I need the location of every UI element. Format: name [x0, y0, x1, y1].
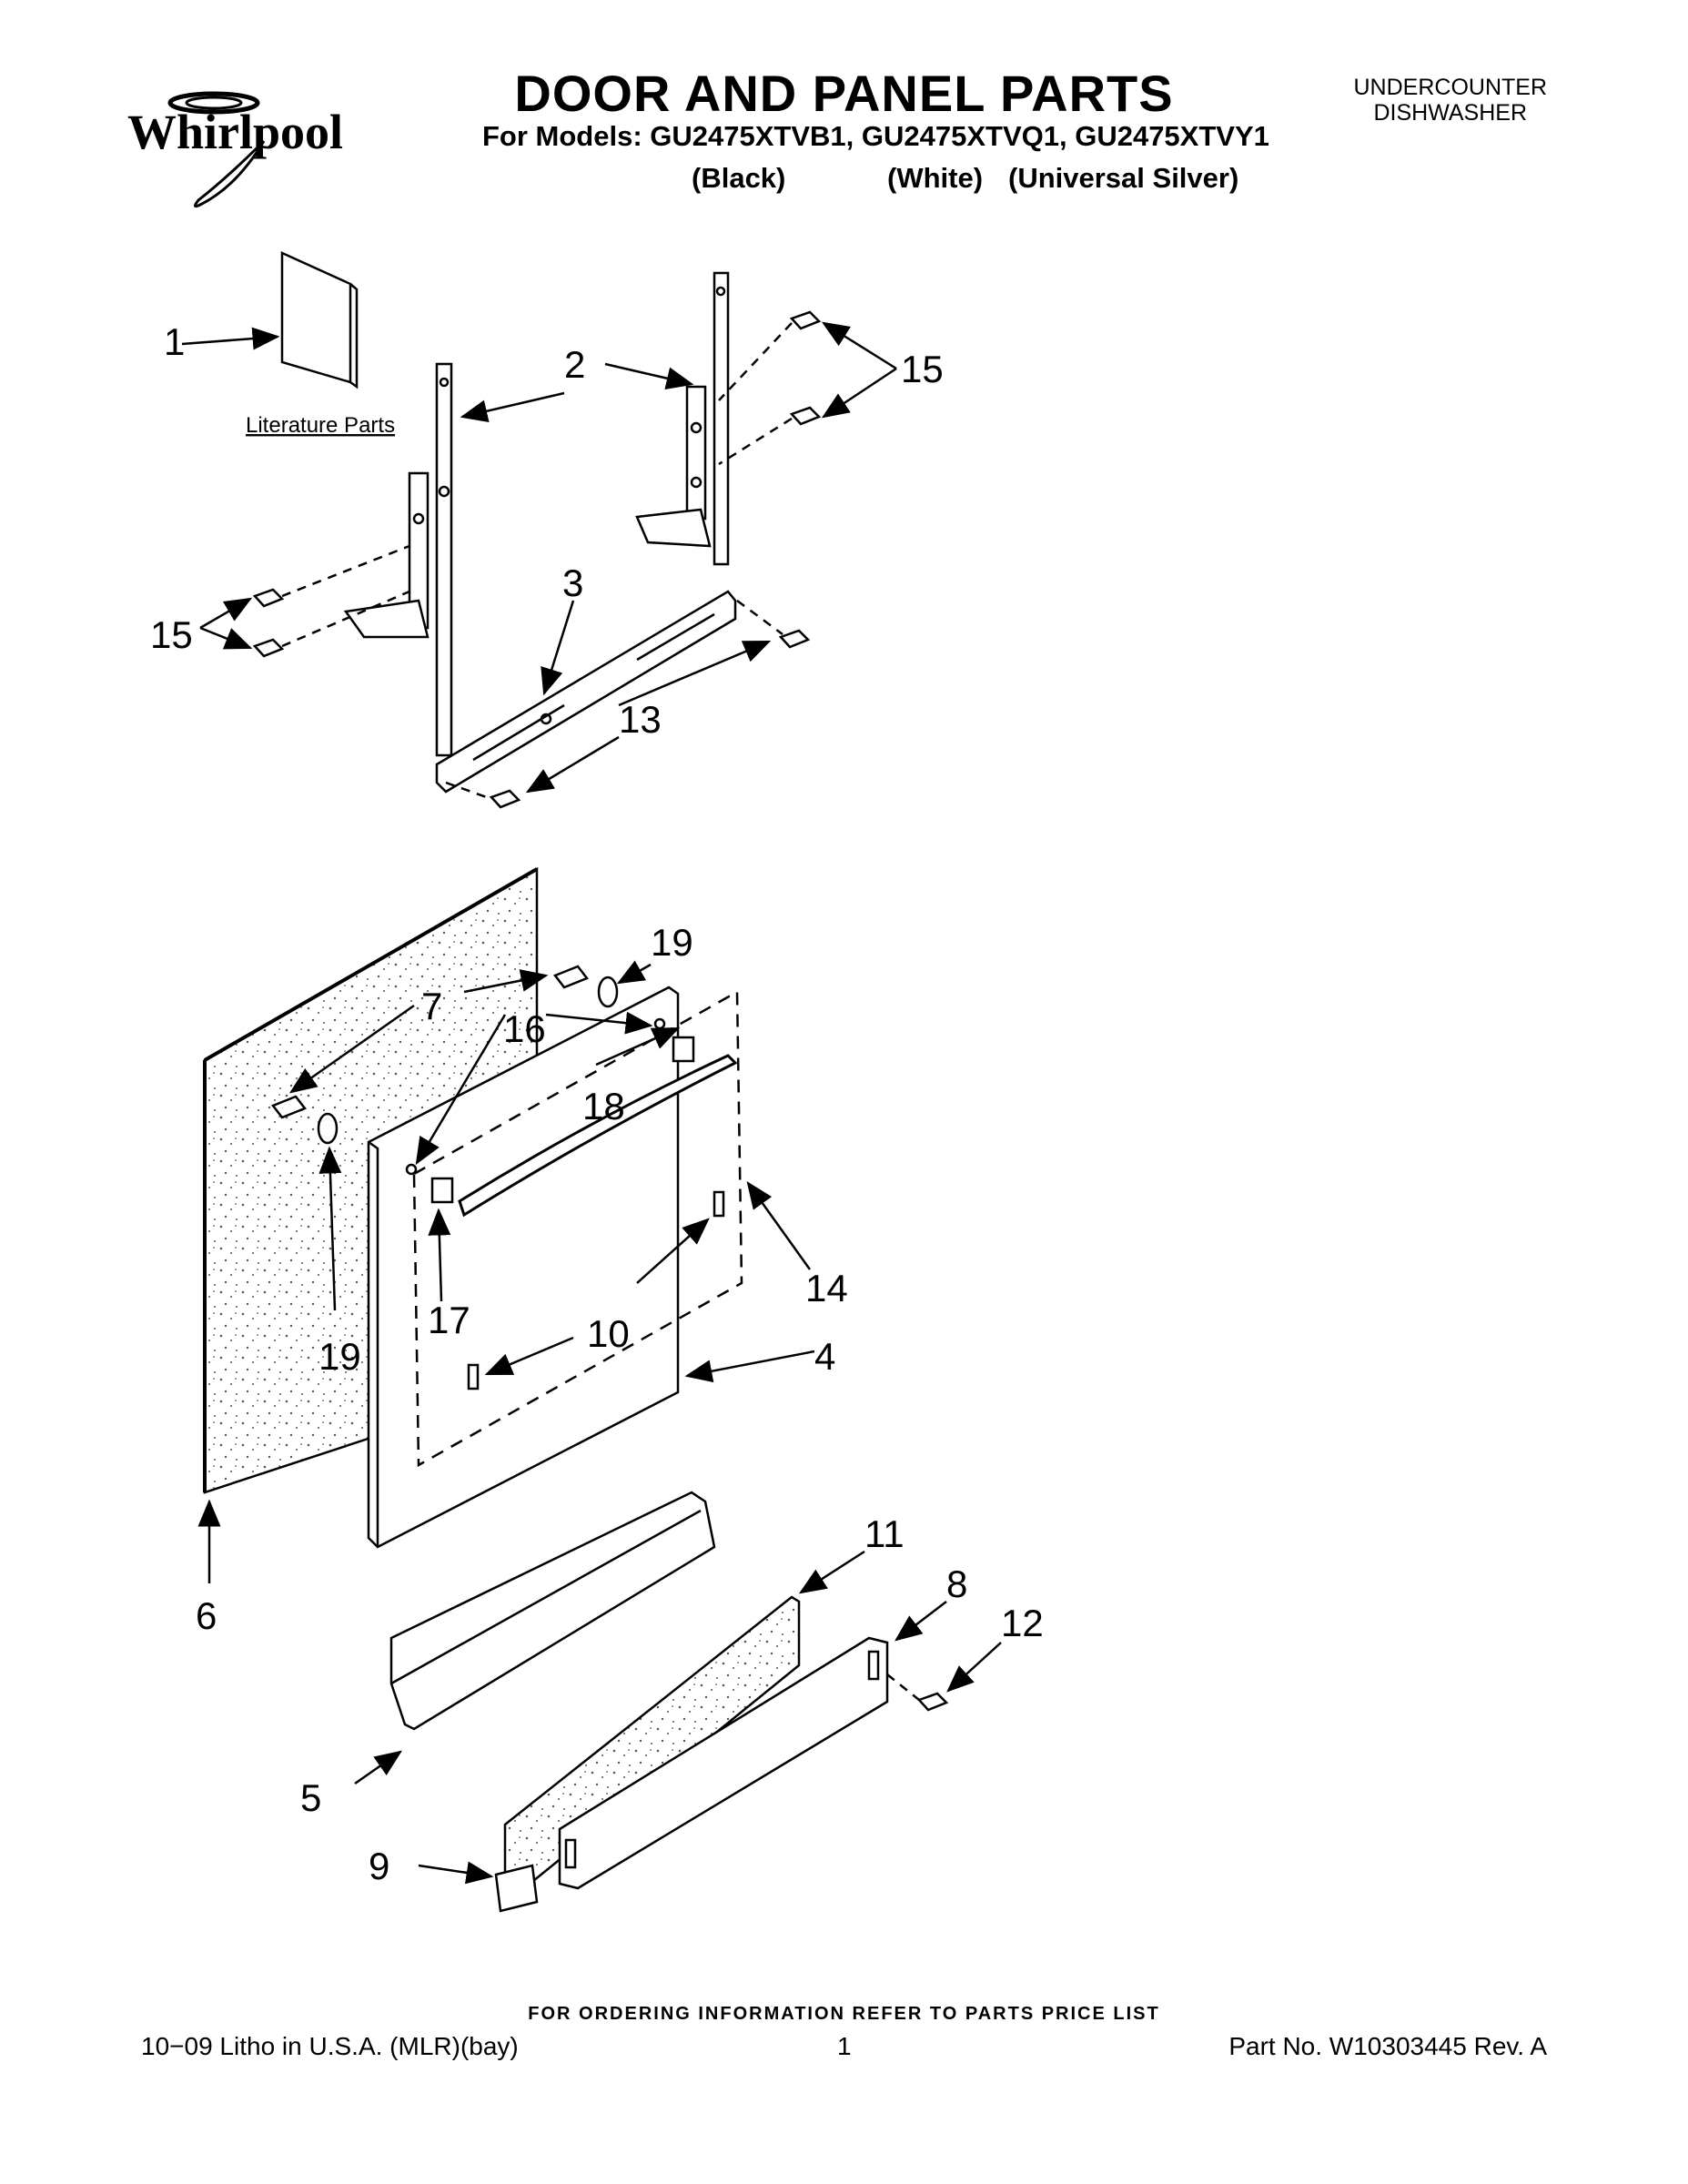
- callout-12: 12: [1001, 1602, 1044, 1644]
- callout-18: 18: [582, 1085, 625, 1127]
- callout-19a: 19: [651, 921, 693, 964]
- variant-black: (Black): [692, 162, 786, 194]
- callout-16: 16: [503, 1007, 546, 1050]
- callout-19b: 19: [318, 1335, 361, 1378]
- callout-14: 14: [805, 1267, 848, 1309]
- callout-9: 9: [369, 1845, 389, 1887]
- callout-15b: 15: [150, 613, 193, 656]
- callout-1: 1: [164, 320, 185, 363]
- models-line: For Models: GU2475XTVB1, GU2475XTVQ1, GU…: [482, 120, 1269, 152]
- callout-3: 3: [562, 561, 583, 604]
- ordering-note: FOR ORDERING INFORMATION REFER TO PARTS …: [528, 2004, 1160, 2024]
- callout-15a: 15: [901, 348, 944, 390]
- product-type-line-2: DISHWASHER: [1373, 100, 1528, 126]
- litho-info: 10−09 Litho in U.S.A. (MLR)(bay): [141, 2032, 519, 2060]
- callout-7: 7: [421, 985, 442, 1027]
- callout-2: 2: [564, 343, 585, 386]
- page-number: 1: [837, 2032, 852, 2060]
- part-number: Part No. W10303445 Rev. A: [1228, 2032, 1547, 2060]
- logo-wordmark: Whirlpool: [127, 105, 343, 159]
- callout-4: 4: [814, 1335, 835, 1378]
- callout-10a: 10: [587, 1312, 630, 1355]
- whirlpool-logo: Whirlpool: [127, 86, 391, 214]
- product-type-line-1: UNDERCOUNTER: [1353, 75, 1548, 100]
- variant-white: (White): [887, 162, 984, 194]
- callout-13: 13: [619, 698, 662, 741]
- callout-5: 5: [300, 1776, 321, 1819]
- product-type: UNDERCOUNTER DISHWASHER: [1354, 75, 1548, 126]
- callout-11: 11: [864, 1512, 905, 1555]
- literature-parts-label: Literature Parts: [246, 413, 395, 438]
- callout-6: 6: [196, 1594, 217, 1637]
- variant-silver: (Universal Silver): [1008, 162, 1239, 194]
- callout-17: 17: [428, 1299, 470, 1341]
- page-title: DOOR AND PANEL PARTS: [514, 65, 1174, 122]
- callout-8: 8: [946, 1562, 967, 1605]
